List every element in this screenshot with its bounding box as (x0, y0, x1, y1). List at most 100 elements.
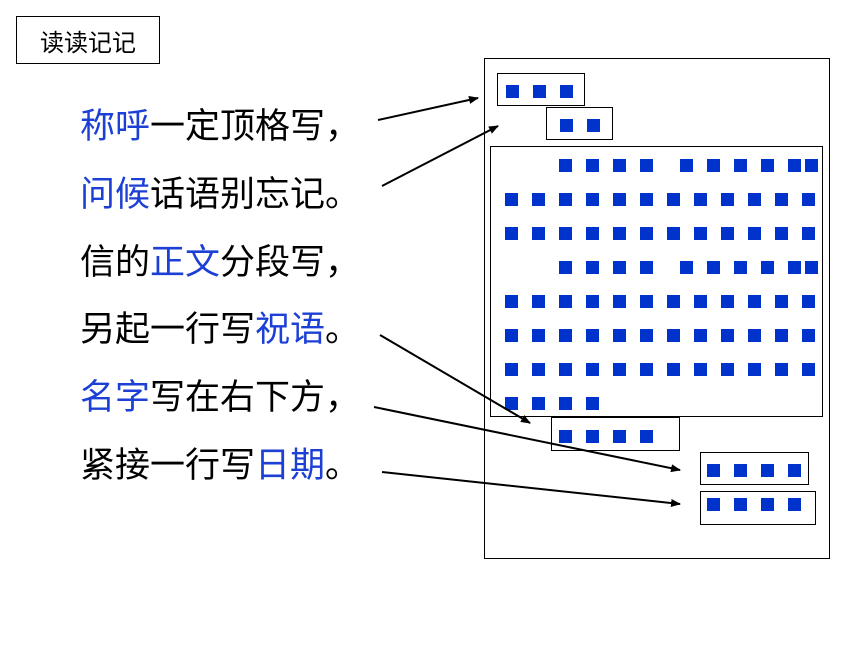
body-square (667, 295, 680, 308)
body-square (775, 227, 788, 240)
body-square (721, 363, 734, 376)
body-square (680, 261, 693, 274)
body-square (613, 261, 626, 274)
body-square (559, 193, 572, 206)
body-square (802, 363, 815, 376)
salutation-square (533, 85, 546, 98)
verse-line: 称呼一定顶格写， (80, 102, 360, 152)
body-square (802, 193, 815, 206)
body-square (640, 193, 653, 206)
body-square (532, 397, 545, 410)
body-square (505, 397, 518, 410)
body-square (667, 329, 680, 342)
body-square (586, 363, 599, 376)
closing-square (613, 430, 626, 443)
body-square (694, 295, 707, 308)
verse-text: 紧接一行写 (80, 446, 256, 486)
body-square (586, 295, 599, 308)
body-square (640, 261, 653, 274)
date-square (707, 498, 720, 511)
body-square (505, 329, 518, 342)
body-square (640, 227, 653, 240)
signature-square (761, 464, 774, 477)
body-square (721, 193, 734, 206)
body-square (532, 193, 545, 206)
arrow-greeting (377, 96, 479, 121)
salutation-box (497, 73, 585, 106)
signature-square (788, 464, 801, 477)
body-square (559, 397, 572, 410)
body-square (532, 329, 545, 342)
body-square (559, 227, 572, 240)
verse-line: 名字写在右下方， (80, 373, 360, 423)
body-square (748, 193, 761, 206)
body-square (748, 363, 761, 376)
body-square (775, 295, 788, 308)
body-square (734, 261, 747, 274)
body-square (505, 193, 518, 206)
keyword-text: 正文 (150, 243, 221, 283)
body-square (694, 363, 707, 376)
verse-text: 另起一行写 (80, 310, 256, 350)
body-square (694, 193, 707, 206)
body-square (805, 261, 818, 274)
greeting-square (560, 119, 573, 132)
signature-square (734, 464, 747, 477)
letter-page (484, 58, 830, 559)
body-square (775, 329, 788, 342)
body-square (802, 227, 815, 240)
verse-line: 信的正文分段写， (80, 238, 360, 288)
keyword-text: 称呼 (80, 107, 151, 147)
title-text: 读读记记 (40, 28, 136, 57)
body-square (559, 159, 572, 172)
verse-text: 写在右下方， (150, 378, 361, 418)
body-square (802, 295, 815, 308)
salutation-square (560, 85, 573, 98)
body-square (748, 329, 761, 342)
verse-text: 。 (325, 310, 361, 350)
body-square (721, 227, 734, 240)
date-square (788, 498, 801, 511)
body-square (667, 227, 680, 240)
verse-text: 一定顶格写， (150, 107, 361, 147)
body-square (640, 329, 653, 342)
arrow-salutation (381, 125, 499, 187)
body-square (532, 363, 545, 376)
body-square (586, 329, 599, 342)
body-square (586, 159, 599, 172)
verse-text: 。 (325, 446, 361, 486)
body-square (613, 227, 626, 240)
verse-line: 另起一行写祝语。 (80, 305, 360, 355)
body-square (586, 193, 599, 206)
body-square (748, 227, 761, 240)
body-square (788, 261, 801, 274)
body-square (761, 261, 774, 274)
body-square (734, 159, 747, 172)
body-square (667, 363, 680, 376)
body-square (707, 159, 720, 172)
body-square (805, 159, 818, 172)
keyword-text: 日期 (255, 446, 326, 486)
greeting-box (546, 107, 613, 140)
body-square (532, 295, 545, 308)
body-square (586, 261, 599, 274)
verse-text: 话语别忘记。 (150, 175, 361, 215)
closing-square (559, 430, 572, 443)
signature-square (707, 464, 720, 477)
keyword-text: 问候 (80, 175, 151, 215)
body-square (788, 159, 801, 172)
body-square (613, 329, 626, 342)
body-square (694, 329, 707, 342)
date-box (700, 491, 816, 525)
body-square (761, 159, 774, 172)
salutation-square (506, 85, 519, 98)
closing-square (586, 430, 599, 443)
body-square (640, 363, 653, 376)
body-square (667, 193, 680, 206)
signature-box (700, 452, 809, 485)
body-square (505, 295, 518, 308)
body-square (613, 159, 626, 172)
keyword-text: 名字 (80, 378, 151, 418)
verse-text: 信的 (80, 243, 151, 283)
title-box: 读读记记 (16, 16, 160, 64)
